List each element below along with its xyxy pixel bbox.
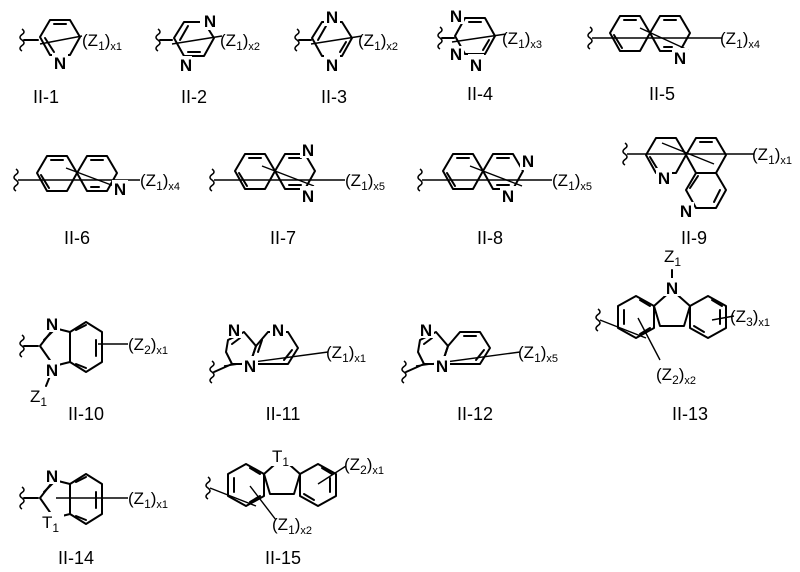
ring-nitrogen: N	[326, 56, 338, 75]
structure-II-13: N Z1 (Z3)x1 (Z2)x2 II-13	[595, 247, 770, 424]
attachment-wave-icon	[417, 168, 423, 192]
substituent-label: (Z3)x1	[730, 307, 770, 329]
ring-nitrogen: N	[326, 8, 338, 27]
ring-nitrogen: N	[180, 56, 192, 75]
ring-nitrogen: N	[658, 169, 670, 188]
structure-II-9: N N (Z1)x1 II-9	[622, 137, 792, 248]
substituent-label: (Z1)x2	[358, 31, 398, 53]
structure-label: II-11	[266, 404, 301, 424]
ring-nitrogen: N	[436, 357, 448, 376]
ring-nitrogen: N	[46, 315, 58, 334]
structure-II-6: N (Z1)x4 II-6	[13, 155, 180, 248]
ring-nitrogen: N	[114, 180, 126, 199]
structure-label: II-13	[672, 404, 708, 424]
ring-nitrogen: N	[302, 187, 314, 206]
structure-label: II-2	[181, 87, 207, 107]
substituent-label: (Z1)x5	[518, 343, 558, 365]
structure-label: II-5	[649, 84, 675, 104]
substituent-label: (Z1)x4	[720, 29, 760, 51]
structure-label: II-1	[33, 87, 59, 107]
ring-nitrogen: N	[54, 54, 66, 73]
ring-nitrogen: N	[666, 279, 678, 298]
ring-nitrogen: N	[470, 56, 482, 75]
structure-II-15: T1 (Z2)x1 (Z1)x2 II-15	[205, 446, 384, 568]
substituent-label: (Z2)x2	[656, 365, 696, 387]
ring-nitrogen: N	[302, 141, 314, 160]
ring-atom-label: T1	[272, 447, 289, 469]
substituent-label: (Z2)x1	[128, 335, 168, 357]
structure-label: II-15	[265, 548, 301, 568]
ring-nitrogen: N	[522, 152, 534, 171]
substituent-label: (Z1)x2	[272, 515, 312, 537]
structure-II-2: N N (Z1)x2 II-2	[155, 12, 260, 107]
substituent-label: (Z1)x2	[220, 31, 260, 53]
ring-nitrogen: N	[680, 202, 692, 221]
structure-label: II-6	[64, 228, 90, 248]
structure-II-12: N N (Z1)x5 II-12	[401, 320, 558, 424]
ring-nitrogen: N	[674, 49, 686, 68]
structure-label: II-3	[321, 87, 347, 107]
attachment-wave-icon	[205, 476, 211, 500]
ring-nitrogen: N	[420, 321, 432, 340]
ring-nitrogen: N	[450, 7, 462, 26]
structure-II-1: N (Z1)x1 II-1	[19, 19, 122, 107]
attachment-wave-icon	[622, 142, 628, 166]
structure-label: II-10	[68, 404, 104, 424]
substituent-label: (Z1)x1	[128, 489, 168, 511]
ring-atom-label: T1	[42, 513, 59, 535]
structure-II-14: N T1 (Z1)x1 II-14	[19, 466, 168, 568]
structure-II-7: N N (Z1)x5 II-7	[209, 140, 385, 248]
structure-II-11: N N N (Z1)x1 II-11	[209, 320, 366, 424]
n-substituent-label: Z1	[30, 387, 47, 409]
structure-label: II-8	[477, 228, 503, 248]
structure-label: II-9	[681, 228, 707, 248]
structure-label: II-12	[457, 404, 493, 424]
ring-nitrogen: N	[450, 45, 462, 64]
attachment-wave-icon	[209, 168, 215, 192]
ring-nitrogen: N	[204, 12, 216, 31]
ring-nitrogen: N	[46, 361, 58, 380]
ring-nitrogen: N	[46, 467, 58, 486]
structure-label: II-14	[58, 548, 94, 568]
substituent-label: (Z1)x1	[326, 343, 366, 365]
ring-nitrogen: N	[502, 187, 514, 206]
substituent-label: (Z1)x1	[82, 31, 122, 53]
substituent-label: (Z2)x1	[344, 455, 384, 477]
structure-label: II-7	[270, 228, 296, 248]
structure-II-5: N (Z1)x4 II-5	[587, 15, 760, 104]
ring-nitrogen: N	[272, 321, 284, 340]
structure-II-3: N N (Z1)x2 II-3	[294, 8, 398, 107]
attachment-wave-icon	[13, 168, 19, 192]
attachment-wave-icon	[587, 26, 593, 50]
substituent-label: (Z1)x5	[345, 171, 385, 193]
substituent-label: (Z1)x1	[752, 145, 792, 167]
structure-II-8: N N (Z1)x5 II-8	[417, 152, 592, 248]
substituent-label: (Z1)x4	[140, 171, 180, 193]
structure-II-4: N N N (Z1)x3 II-4	[437, 6, 542, 104]
ring-nitrogen: N	[228, 321, 240, 340]
substituent-label: (Z1)x3	[502, 29, 542, 51]
ring-nitrogen: N	[244, 357, 256, 376]
substituent-label: (Z1)x5	[552, 171, 592, 193]
attachment-wave-icon	[595, 308, 601, 332]
structure-II-10: N N Z1 (Z2)x1 II-10	[19, 314, 168, 424]
structure-label: II-4	[467, 84, 493, 104]
n-substituent-label: Z1	[664, 247, 681, 269]
